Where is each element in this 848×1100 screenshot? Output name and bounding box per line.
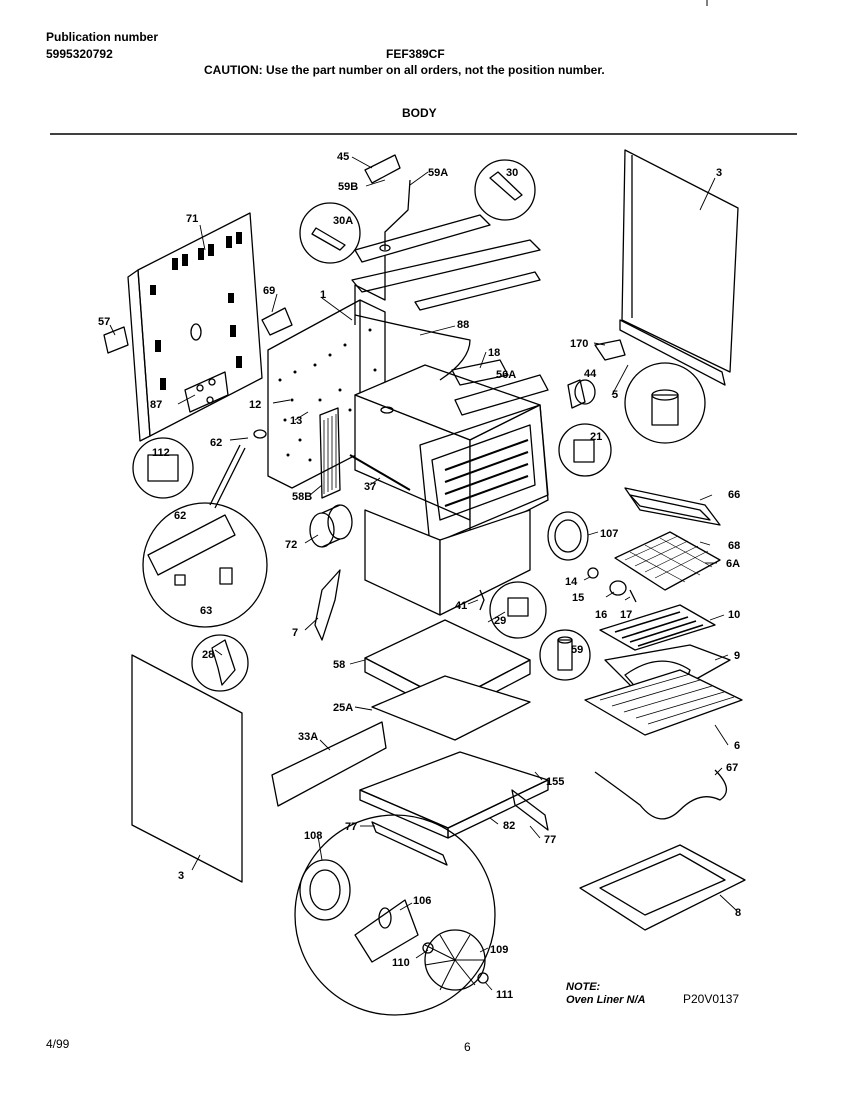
callout-label: 111 xyxy=(496,989,513,1001)
note-label: NOTE: xyxy=(566,981,601,993)
callout-label: 59B xyxy=(338,181,358,193)
upper-side-panel xyxy=(619,149,739,386)
caution-text: CAUTION: Use the part number on all orde… xyxy=(204,63,605,77)
model-number: FEF389CF xyxy=(386,47,445,61)
callout-label: 25A xyxy=(333,702,353,714)
callout-label: 37 xyxy=(364,481,376,493)
small-bracket xyxy=(103,326,129,354)
callout-label: 18 xyxy=(488,347,500,359)
oven-rack xyxy=(584,669,743,736)
callout-label: 68 xyxy=(728,540,740,552)
callout-label: 12 xyxy=(249,399,261,411)
lower-cabinet xyxy=(364,509,531,616)
section-title: BODY xyxy=(402,106,437,120)
callout-label: 155 xyxy=(546,776,564,788)
page-number: 6 xyxy=(464,1040,471,1054)
callout-label: 170 xyxy=(570,338,588,350)
drawing-id: P20V0137 xyxy=(683,992,740,1006)
callout-label: 71 xyxy=(186,213,198,225)
callout-label: 59A xyxy=(428,167,448,179)
callout-label: 16 xyxy=(595,609,607,621)
callout-label: 107 xyxy=(600,528,618,540)
callout-label: 108 xyxy=(304,830,322,842)
publication-label: Publication number xyxy=(46,30,159,44)
callout-label: 3 xyxy=(178,870,184,882)
callout-label: 41 xyxy=(455,600,467,612)
detail-circle-59 xyxy=(539,629,591,681)
front-bracket xyxy=(271,721,387,807)
callout-label: 58B xyxy=(292,491,312,503)
callout-label: 6A xyxy=(726,558,740,570)
callout-label: 77 xyxy=(345,821,357,833)
callout-label: 21 xyxy=(590,431,602,443)
callout-label: 30 xyxy=(506,167,518,179)
side-rail xyxy=(414,271,541,311)
detail-circle-112 xyxy=(132,437,194,499)
note-text: Oven Liner N/A xyxy=(566,994,646,1006)
publication-number: 5995320792 xyxy=(46,47,113,61)
callout-label: 87 xyxy=(150,399,162,411)
callout-label: 3 xyxy=(716,167,722,179)
callout-label: 14 xyxy=(565,576,578,588)
callout-label: 17 xyxy=(620,609,632,621)
callout-label: 29 xyxy=(494,615,506,627)
callout-label: 56A xyxy=(496,369,516,381)
drawer-tray xyxy=(579,844,746,931)
insulation-strip xyxy=(319,407,341,499)
oven-bottom xyxy=(359,751,549,829)
callout-label: 69 xyxy=(263,285,275,297)
detail-circle-30 xyxy=(474,159,536,221)
callout-label: 112 xyxy=(152,447,170,459)
rear-panel xyxy=(127,212,263,442)
callout-label: 57 xyxy=(98,316,110,328)
lower-side-panel xyxy=(131,654,243,883)
callout-label: 63 xyxy=(200,605,212,617)
callout-label: 45 xyxy=(337,151,349,163)
detail-circle-21 xyxy=(558,423,612,477)
callout-label: 66 xyxy=(728,489,740,501)
callout-label: 33A xyxy=(298,731,318,743)
detail-circle-62 xyxy=(142,502,268,628)
callout-label: 62 xyxy=(210,437,222,449)
callout-label: 13 xyxy=(290,415,302,427)
callout-label: 58 xyxy=(333,659,345,671)
callout-label: 110 xyxy=(392,957,410,969)
callout-label: 28 xyxy=(202,649,214,661)
callout-label: 30A xyxy=(333,215,353,227)
callout-label: 62 xyxy=(174,510,186,522)
top-frame xyxy=(354,214,491,263)
callout-label: 9 xyxy=(734,650,740,662)
callout-label: 67 xyxy=(726,762,738,774)
callout-label: 109 xyxy=(490,944,508,956)
callout-label: 59 xyxy=(571,644,583,656)
callout-label: 72 xyxy=(285,539,297,551)
callout-label: 7 xyxy=(292,627,298,639)
detail-circle-29 xyxy=(489,581,547,639)
callout-label: 1 xyxy=(320,289,326,301)
callout-label: 82 xyxy=(503,820,515,832)
callout-label: 8 xyxy=(735,907,741,919)
detail-circle-28 xyxy=(191,634,249,692)
bake-element xyxy=(594,769,727,820)
date-code: 4/99 xyxy=(46,1037,70,1051)
callout-label: 77 xyxy=(544,834,556,846)
detail-circle-30A xyxy=(299,202,361,264)
callout-label: 6 xyxy=(734,740,740,752)
front-rail xyxy=(351,239,541,293)
callout-label: 88 xyxy=(457,319,469,331)
oven-cavity xyxy=(354,364,549,546)
detail-circle-5 xyxy=(624,362,706,444)
broil-element xyxy=(624,487,721,526)
callout-label: 44 xyxy=(584,368,597,380)
insulation-sheet xyxy=(371,675,531,741)
callout-label: 15 xyxy=(572,592,584,604)
callout-label: 10 xyxy=(728,609,740,621)
callout-label: 106 xyxy=(413,895,431,907)
callout-label: 5 xyxy=(612,389,618,401)
convection-fan-detail xyxy=(294,814,496,1016)
